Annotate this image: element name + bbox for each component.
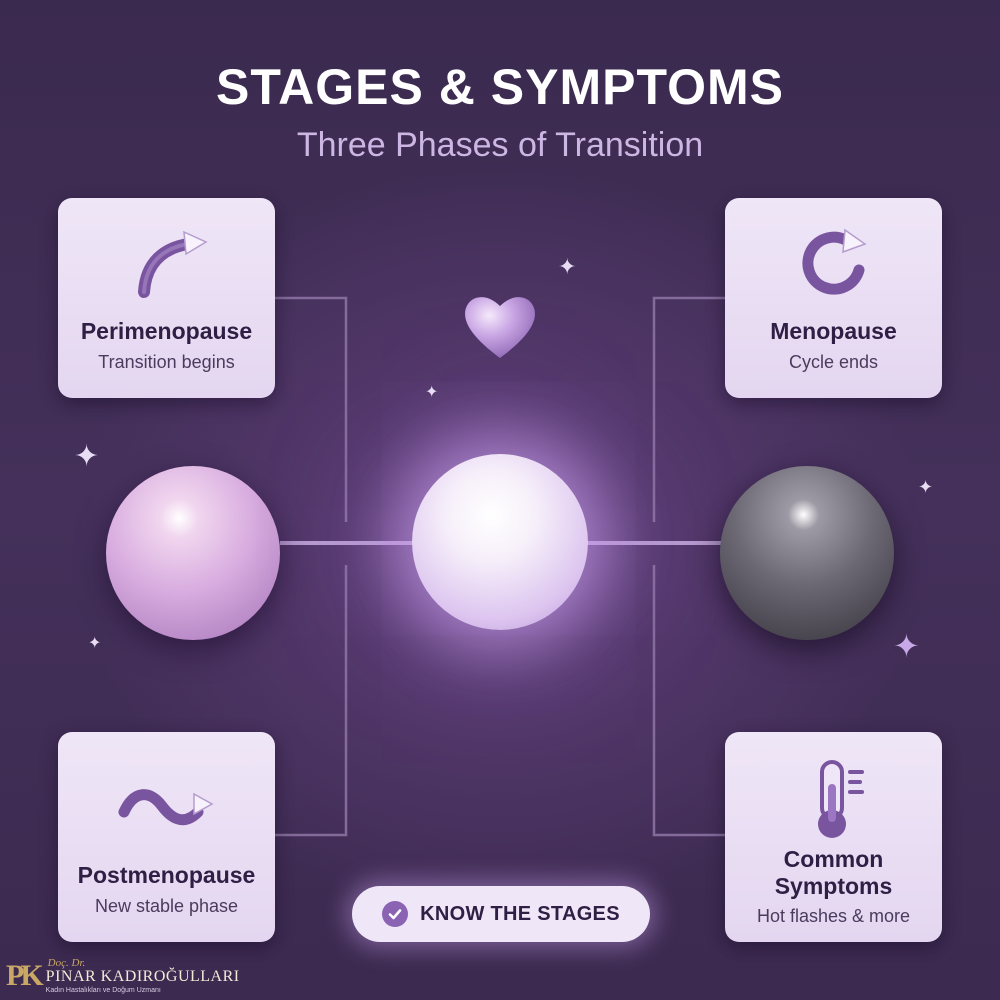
sparkle-icon: ✦ [425, 384, 439, 401]
brand-logo: PK Doç. Dr. PINAR KADIROĞULLARI Kadın Ha… [6, 957, 240, 995]
card-label: Perimenopause [80, 318, 253, 344]
logo-subtitle: Kadın Hastalıkları ve Doğum Uzmanı [45, 987, 161, 994]
logo-monogram: PK [6, 959, 44, 992]
sparkle-icon: ✦ [88, 635, 102, 652]
card-menopause: Menopause Cycle ends [725, 198, 942, 398]
card-label: Menopause [770, 318, 897, 344]
circular-arrow-icon [725, 222, 942, 302]
card-postmenopause: Postmenopause New stable phase [58, 732, 275, 942]
wave-arrow-icon [58, 772, 275, 852]
sparkle-icon: ✦ [558, 254, 577, 279]
check-badge-icon [382, 901, 409, 927]
heart-icon [460, 290, 540, 367]
know-the-stages-button[interactable]: KNOW THE STAGES [352, 886, 650, 942]
thermometer-icon [725, 754, 942, 838]
curved-arrow-icon [58, 222, 275, 302]
card-common-symptoms: Common Symptoms Hot flashes & more [725, 732, 942, 942]
menopause-sphere [412, 454, 588, 630]
card-desc: Hot flashes & more [756, 906, 911, 926]
card-desc: New stable phase [94, 896, 239, 916]
page-subtitle: Three Phases of Transition [296, 126, 704, 164]
card-label: Common Symptoms [725, 846, 942, 900]
sparkle-icon: ✦ [893, 628, 920, 664]
card-desc: Transition begins [98, 352, 235, 372]
page-title: STAGES & SYMPTOMS [215, 59, 784, 115]
card-label: Postmenopause [77, 862, 256, 888]
card-perimenopause: Perimenopause Transition begins [58, 198, 275, 398]
sparkle-icon: ✦ [918, 477, 934, 497]
logo-name: PINAR KADIROĞULLARI [45, 968, 240, 985]
logo-prefix: Doç. Dr. [47, 957, 86, 969]
card-desc: Cycle ends [788, 352, 879, 372]
card-label-text: Common Symptoms [774, 846, 893, 899]
cta-label: KNOW THE STAGES [420, 902, 620, 925]
perimenopause-sphere [106, 466, 280, 640]
postmenopause-sphere [720, 466, 894, 640]
sparkle-icon: ✦ [74, 440, 100, 473]
